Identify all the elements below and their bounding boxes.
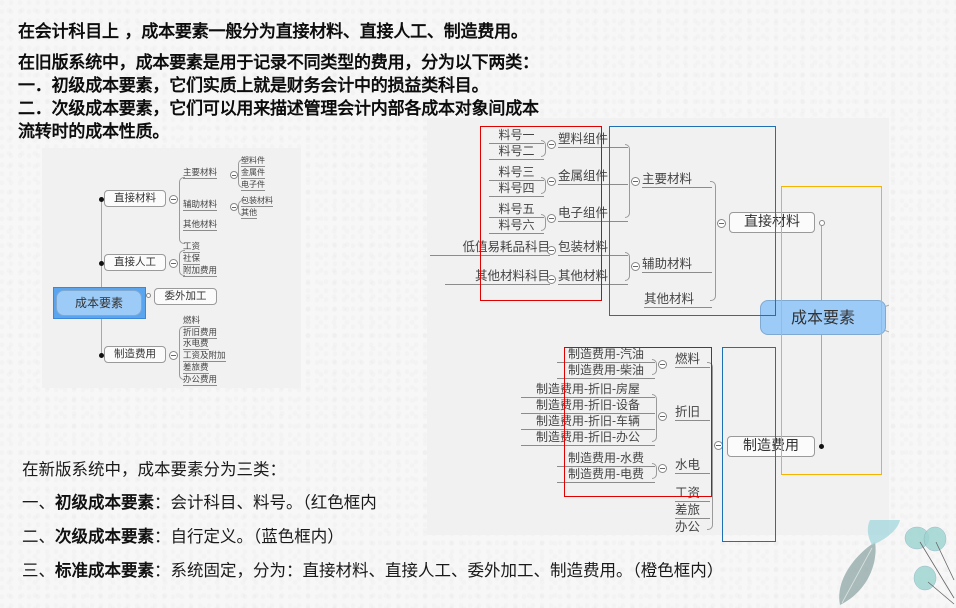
intro-secondary-element-cont: 流转时的成本性质。: [18, 122, 170, 142]
old-leaf: 差旅费: [183, 363, 209, 374]
secondary-aux-material: 辅助材料: [642, 253, 712, 273]
account-subject-leaf: 制造费用-汽油: [557, 345, 655, 363]
intro-secondary-element: 二．次级成本要素，它们可以用来描述管理会计内部各成本对象间成本: [18, 99, 539, 119]
account-subject-leaf: 制造费用-折旧-房屋: [521, 380, 655, 398]
old-leaf: 其他材料: [183, 220, 218, 231]
intro-heading-accounting: 在会计科目上 ，成本要素一般分为直接材料、直接人工、制造费用。: [18, 22, 528, 42]
old-leaf: 水电费: [183, 339, 209, 350]
watercolor-leaves-decoration: [839, 520, 955, 605]
old-branch-direct-material: 直接材料: [104, 190, 166, 207]
old-leaf: 金属件: [241, 168, 265, 179]
old-leaf: 办公费用: [183, 375, 218, 386]
secondary-group-leaf: 折旧: [675, 401, 710, 421]
new-standard-direct-material: 直接材料: [729, 212, 815, 233]
secondary-group-leaf: 电子组件: [558, 202, 628, 222]
item-prefix: 二、: [22, 527, 55, 546]
account-subject-leaf: 制造费用-电费: [557, 465, 655, 483]
old-leaf: 折旧费用: [183, 328, 218, 339]
old-leaf: 塑料件: [241, 156, 265, 167]
account-subject-leaf: 其他材料科目: [445, 265, 550, 285]
old-leaf: 辅助材料: [183, 200, 218, 211]
secondary-group-leaf: 差旅: [675, 499, 710, 519]
intro-heading-old-system: 在旧版系统中，成本要素是用于记录不同类型的费用，分为以下两类：: [18, 53, 539, 73]
account-subject-leaf: 低值易耗品科目: [430, 236, 550, 256]
old-leaf: 工资: [183, 242, 201, 253]
old-branch-manufacturing: 制造费用: [104, 346, 166, 363]
old-leaf: 其他: [241, 208, 257, 219]
item-code-leaf: 料号三: [489, 163, 544, 181]
old-leaf: 燃料: [183, 316, 201, 327]
item-desc: ：自行定义。（蓝色框内）: [154, 527, 344, 546]
item-term: 标准成本要素: [55, 561, 154, 580]
secondary-group-leaf: 塑料组件: [558, 128, 628, 148]
secondary-group-leaf: 水电: [675, 454, 710, 474]
old-cost-element-mindmap: 成本要素 直接材料 主要材料 塑料件 金属件 电子件 辅助材料 包装材料 其他 …: [42, 148, 301, 388]
account-subject-leaf: 制造费用-折旧-车辆: [521, 412, 655, 430]
intro-primary-element: 一．初级成本要素，它们实质上就是财务会计中的损益类科目。: [18, 76, 489, 96]
item-code-leaf: 料号六: [489, 216, 544, 234]
old-leaf: 包装材料: [241, 196, 273, 207]
old-branch-outsourcing: 委外加工: [154, 288, 217, 305]
new-standard-manufacturing: 制造费用: [727, 436, 815, 457]
new-system-item-secondary: 二、次级成本要素：自行定义。（蓝色框内）: [22, 526, 344, 548]
secondary-group-leaf: 包装材料: [558, 236, 628, 256]
old-root-node: 成本要素: [56, 290, 142, 316]
item-prefix: 一、: [22, 493, 55, 512]
secondary-group-leaf: 金属组件: [558, 165, 628, 185]
secondary-other-material: 其他材料: [644, 288, 712, 308]
new-system-item-standard: 三、标准成本要素：系统固定，分为：直接材料、直接人工、委外加工、制造费用。（橙色…: [22, 560, 723, 582]
item-prefix: 三、: [22, 561, 55, 580]
account-subject-leaf: 制造费用-水费: [557, 449, 655, 467]
new-system-item-primary: 一、初级成本要素：会计科目、料号。（红色框内: [22, 492, 377, 514]
item-code-leaf: 料号一: [489, 126, 544, 144]
old-branch-direct-labor: 直接人工: [104, 254, 166, 271]
secondary-group-leaf: 燃料: [675, 348, 710, 368]
item-code-leaf: 料号五: [489, 200, 544, 218]
old-leaf: 附加费用: [183, 266, 218, 277]
item-desc: ：系统固定，分为：直接材料、直接人工、委外加工、制造费用。（橙色框内）: [154, 561, 724, 580]
account-subject-leaf: 制造费用-柴油: [557, 361, 655, 379]
new-system-title: 在新版系统中，成本要素分为三类：: [22, 460, 286, 479]
secondary-main-material: 主要材料: [642, 168, 712, 188]
old-leaf: 主要材料: [183, 168, 218, 179]
old-leaf: 工资及附加: [183, 351, 226, 362]
new-cost-element-mindmap: 料号一 料号二 塑料组件 料号三 料号四 金属组件 料号五 料号六 电子组件 主…: [427, 118, 889, 535]
item-term: 次级成本要素: [55, 527, 154, 546]
account-subject-leaf: 制造费用-折旧-设备: [521, 396, 655, 414]
item-code-leaf: 料号四: [489, 179, 544, 197]
item-term: 初级成本要素: [55, 493, 154, 512]
secondary-group-leaf: 办公: [675, 516, 710, 535]
item-code-leaf: 料号二: [489, 142, 544, 160]
secondary-group-leaf: 其他材料: [558, 265, 628, 285]
account-subject-leaf: 制造费用-折旧-办公: [521, 428, 655, 446]
item-desc: ：会计科目、料号。（红色框内: [154, 493, 377, 512]
old-leaf: 社保: [183, 254, 201, 265]
new-root-node: 成本要素: [760, 300, 886, 335]
old-leaf: 电子件: [241, 180, 265, 191]
